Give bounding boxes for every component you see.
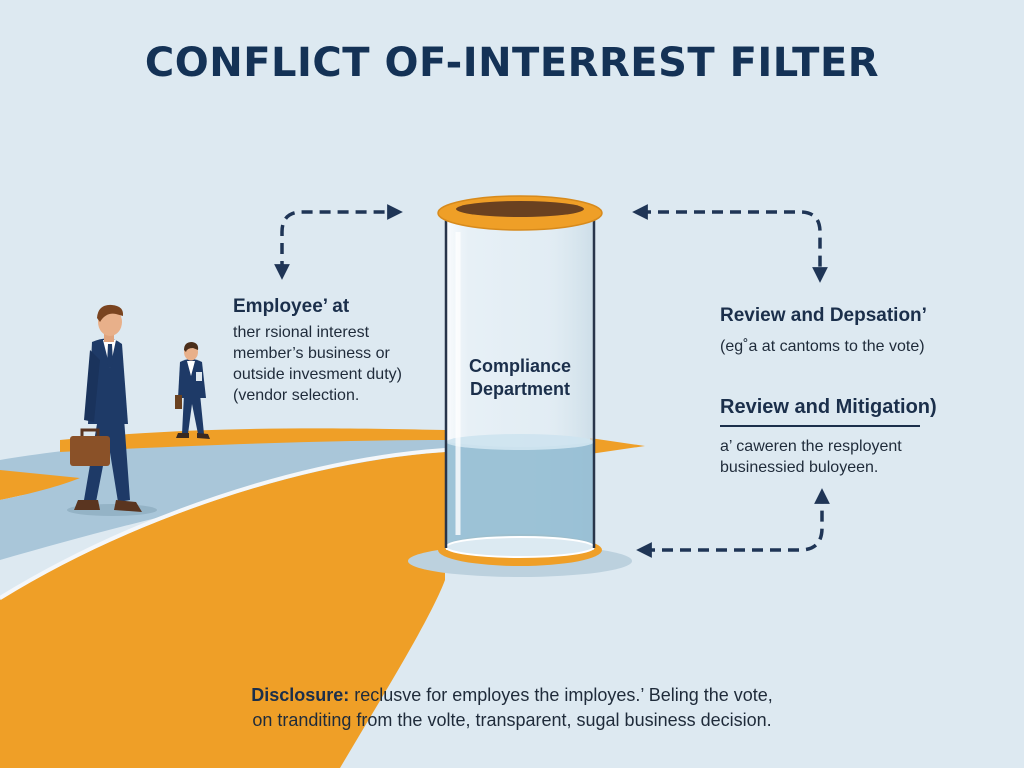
businessman-figure-large [67, 304, 157, 516]
review-mitigation-body: a’ caweren the resployent businessied bu… [720, 436, 902, 478]
figure-hair [184, 342, 199, 352]
figure-shoe [114, 500, 142, 512]
page-title: CONFLICT OF-INTERREST FILTER [144, 40, 880, 86]
figure-arm [84, 350, 100, 422]
review-mitigation-heading: Review and Mitigation) [720, 396, 937, 418]
figure-shirt [187, 361, 195, 376]
figure-leg [182, 394, 204, 434]
businessman-figure-small [175, 342, 210, 439]
figure-shoe [74, 500, 100, 510]
flow-arrows [274, 204, 830, 558]
path-orange-main [0, 452, 445, 768]
water-surface [446, 434, 594, 450]
compliance-department-label: Compliance Department [446, 355, 594, 401]
compliance-line: Compliance [468, 356, 572, 376]
figure-jacket [178, 359, 206, 398]
figure-hair [97, 304, 124, 322]
path-white-line [0, 448, 446, 600]
review-depsation-body: (eg˚a at cantoms to the vote) [720, 338, 925, 355]
compliance-filter-cylinder [408, 195, 632, 577]
employee-description: ther rsional interest member’s business … [233, 322, 443, 406]
dashed-arrow-icon [274, 204, 403, 280]
cylinder-top-opening [456, 201, 584, 217]
employee-line: (vendor selection. [233, 387, 360, 404]
figure-shoe [176, 433, 189, 438]
briefcase-icon [175, 395, 182, 409]
path-orange-back [60, 428, 445, 452]
disclosure-label: Disclosure: [251, 685, 350, 705]
disclosure-line-1: Disclosure: reclusve for employes the im… [0, 683, 1024, 708]
employee-heading: Employee’ at [233, 296, 350, 317]
review-mitigation-line: a’ caweren the resployent [720, 438, 902, 455]
figure-tie [107, 344, 113, 368]
review-depsation-heading: Review and Depsation’ [720, 305, 927, 326]
employee-line: member’s business or [233, 345, 390, 362]
figure-neck [104, 330, 114, 342]
cylinder-bottom-inner [445, 536, 595, 558]
phone-icon [196, 372, 202, 381]
dashed-arrow-icon [632, 204, 828, 283]
disclosure-text: Disclosure: reclusve for employes the im… [0, 683, 1024, 733]
employee-line: outside invesment duty) [233, 366, 402, 383]
review-mitigation-line: businessied buloyeen. [720, 459, 879, 476]
disclosure-line: on tranditing from the volte, transparen… [252, 710, 772, 730]
figure-shoe [197, 433, 210, 439]
path-orange-left [0, 470, 80, 500]
dashed-arrow-icon [636, 488, 830, 558]
path-orange-right [590, 438, 645, 454]
briefcase-handle [80, 428, 100, 436]
cylinder-water [446, 442, 594, 555]
heading-underline [720, 425, 920, 427]
compliance-line: Department [469, 379, 571, 399]
disclosure-line: reclusve for employes the imployes.’ Bel… [349, 685, 773, 705]
briefcase-icon [70, 436, 110, 466]
employee-line: ther rsional interest [233, 324, 370, 341]
